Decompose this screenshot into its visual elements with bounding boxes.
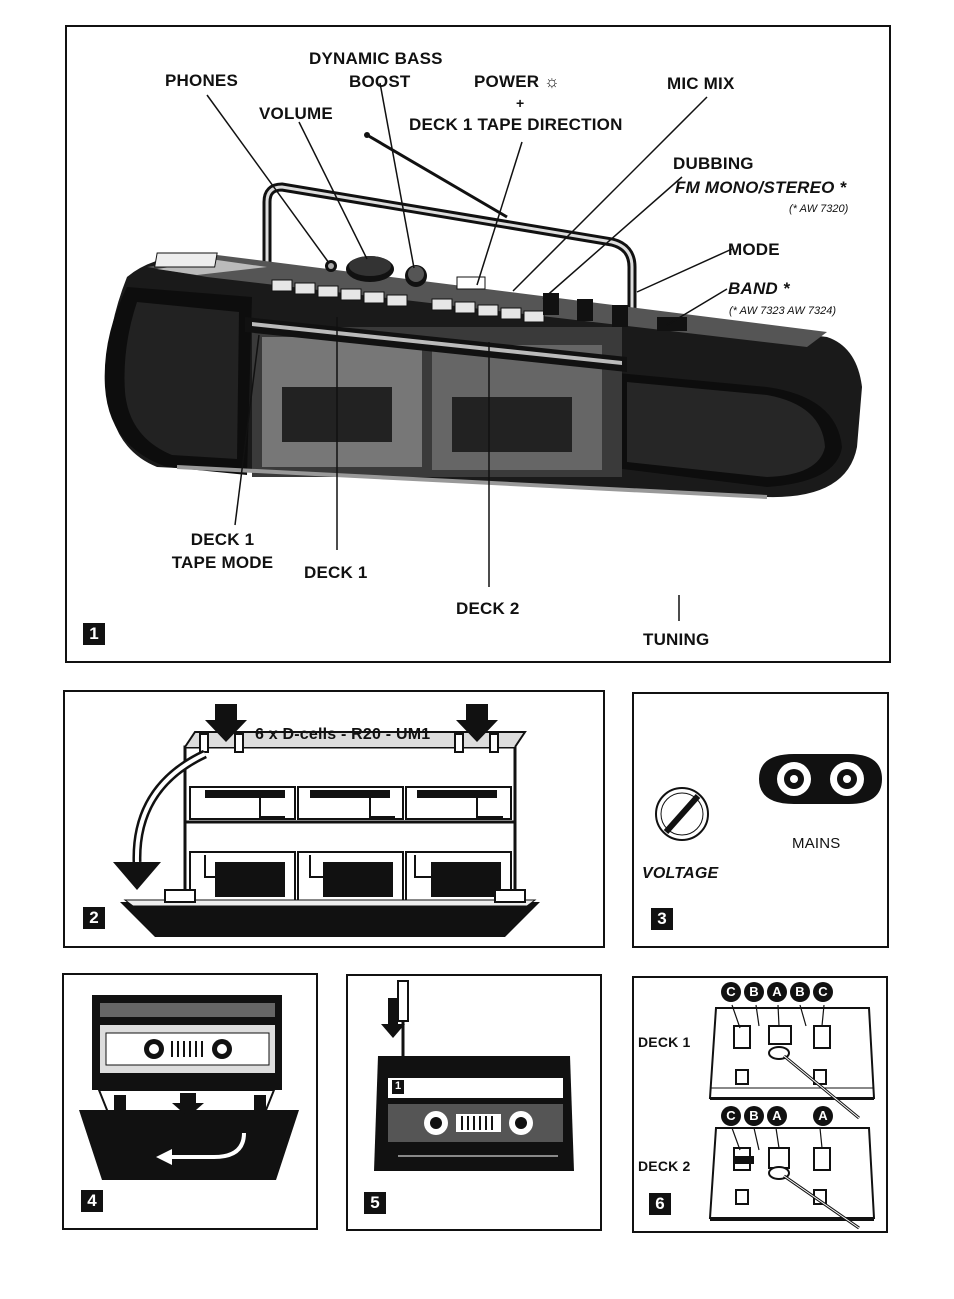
voltage-label: VOLTAGE bbox=[642, 865, 719, 882]
deck1-label: DECK 1 bbox=[304, 563, 368, 582]
deck1-tape-mode-label: DECK 1 TAPE MODE bbox=[165, 530, 280, 573]
deck2-letter-c: C bbox=[721, 1106, 741, 1126]
deck2-letter-gap bbox=[790, 1106, 810, 1126]
deck1-tape-direction-label: DECK 1 TAPE DIRECTION bbox=[409, 115, 623, 134]
deck1-letter-c-right: C bbox=[813, 982, 833, 1002]
deck2-letter-b: B bbox=[744, 1106, 764, 1126]
mains-label: MAINS bbox=[792, 835, 841, 852]
power-label: POWER ☼ bbox=[474, 72, 560, 92]
battery-compartment-illustration bbox=[113, 704, 540, 937]
band-model-note: (* AW 7323 AW 7324) bbox=[729, 305, 836, 317]
figure-6-number: 6 bbox=[649, 1193, 671, 1215]
figure-4-number: 4 bbox=[81, 1190, 103, 1212]
figure-1-number: 1 bbox=[83, 623, 105, 645]
deck2-head-label: DECK 2 bbox=[638, 1158, 691, 1174]
boost-label: BOOST bbox=[349, 72, 411, 91]
figure-6-panel: C B A B C C B A A DECK 1 DECK 2 6 bbox=[632, 976, 888, 1233]
figure-5-panel: 1 5 bbox=[346, 974, 602, 1231]
deck2-letter-a-left: A bbox=[767, 1106, 787, 1126]
plus-label: + bbox=[516, 95, 525, 111]
deck2-label: DECK 2 bbox=[456, 599, 520, 618]
deck1-letter-c-left: C bbox=[721, 982, 741, 1002]
power-text: POWER bbox=[474, 72, 540, 91]
volume-label: VOLUME bbox=[259, 104, 333, 123]
deck2-letter-a-right: A bbox=[813, 1106, 833, 1126]
dynamic-bass-label: DYNAMIC BASS bbox=[309, 49, 443, 68]
tuning-label: TUNING bbox=[643, 630, 710, 649]
deck1-letter-a: A bbox=[767, 982, 787, 1002]
fm-mono-stereo-label: FM MONO/STEREO * bbox=[675, 178, 847, 197]
screwdriver-cassette-illustration bbox=[374, 980, 574, 1171]
battery-caption: 6 x D-cells - R20 - UM1 bbox=[255, 726, 431, 743]
mic-mix-label: MIC MIX bbox=[667, 74, 735, 93]
figure-3-number: 3 bbox=[651, 908, 673, 930]
fm-model-note: (* AW 7320) bbox=[789, 203, 849, 215]
figure-3-panel: VOLTAGE MAINS 3 bbox=[632, 692, 889, 948]
dubbing-label: DUBBING bbox=[673, 154, 754, 173]
deck1-head-label: DECK 1 bbox=[638, 1034, 691, 1050]
figure-5-number: 5 bbox=[364, 1192, 386, 1214]
boombox-illustration bbox=[104, 82, 862, 621]
cassette-insert-deck-illustration bbox=[79, 995, 299, 1180]
figure-4-panel: 4 bbox=[62, 973, 318, 1230]
deck1-tape-mode-line2: TAPE MODE bbox=[171, 553, 274, 572]
deck1-tape-mode-line1: DECK 1 bbox=[190, 530, 255, 549]
deck1-letter-row: C B A B C bbox=[721, 982, 833, 1002]
cassette-side-label: 1 bbox=[395, 1080, 402, 1092]
figure-2-number: 2 bbox=[83, 907, 105, 929]
figure-2-panel: 6 x D-cells - R20 - UM1 2 bbox=[63, 690, 605, 948]
mode-label: MODE bbox=[728, 240, 780, 259]
tape-head-cleaning-illustration bbox=[708, 1004, 876, 1230]
band-label: BAND * bbox=[728, 279, 790, 298]
deck1-letter-b-right: B bbox=[790, 982, 810, 1002]
power-light-icon: ☼ bbox=[544, 72, 560, 91]
figure-1-panel: PHONES DYNAMIC BASS BOOST VOLUME POWER ☼… bbox=[65, 25, 891, 663]
deck2-letter-row: C B A A bbox=[721, 1106, 833, 1126]
deck1-letter-b-left: B bbox=[744, 982, 764, 1002]
voltage-mains-illustration bbox=[655, 754, 882, 841]
phones-label: PHONES bbox=[165, 71, 238, 90]
